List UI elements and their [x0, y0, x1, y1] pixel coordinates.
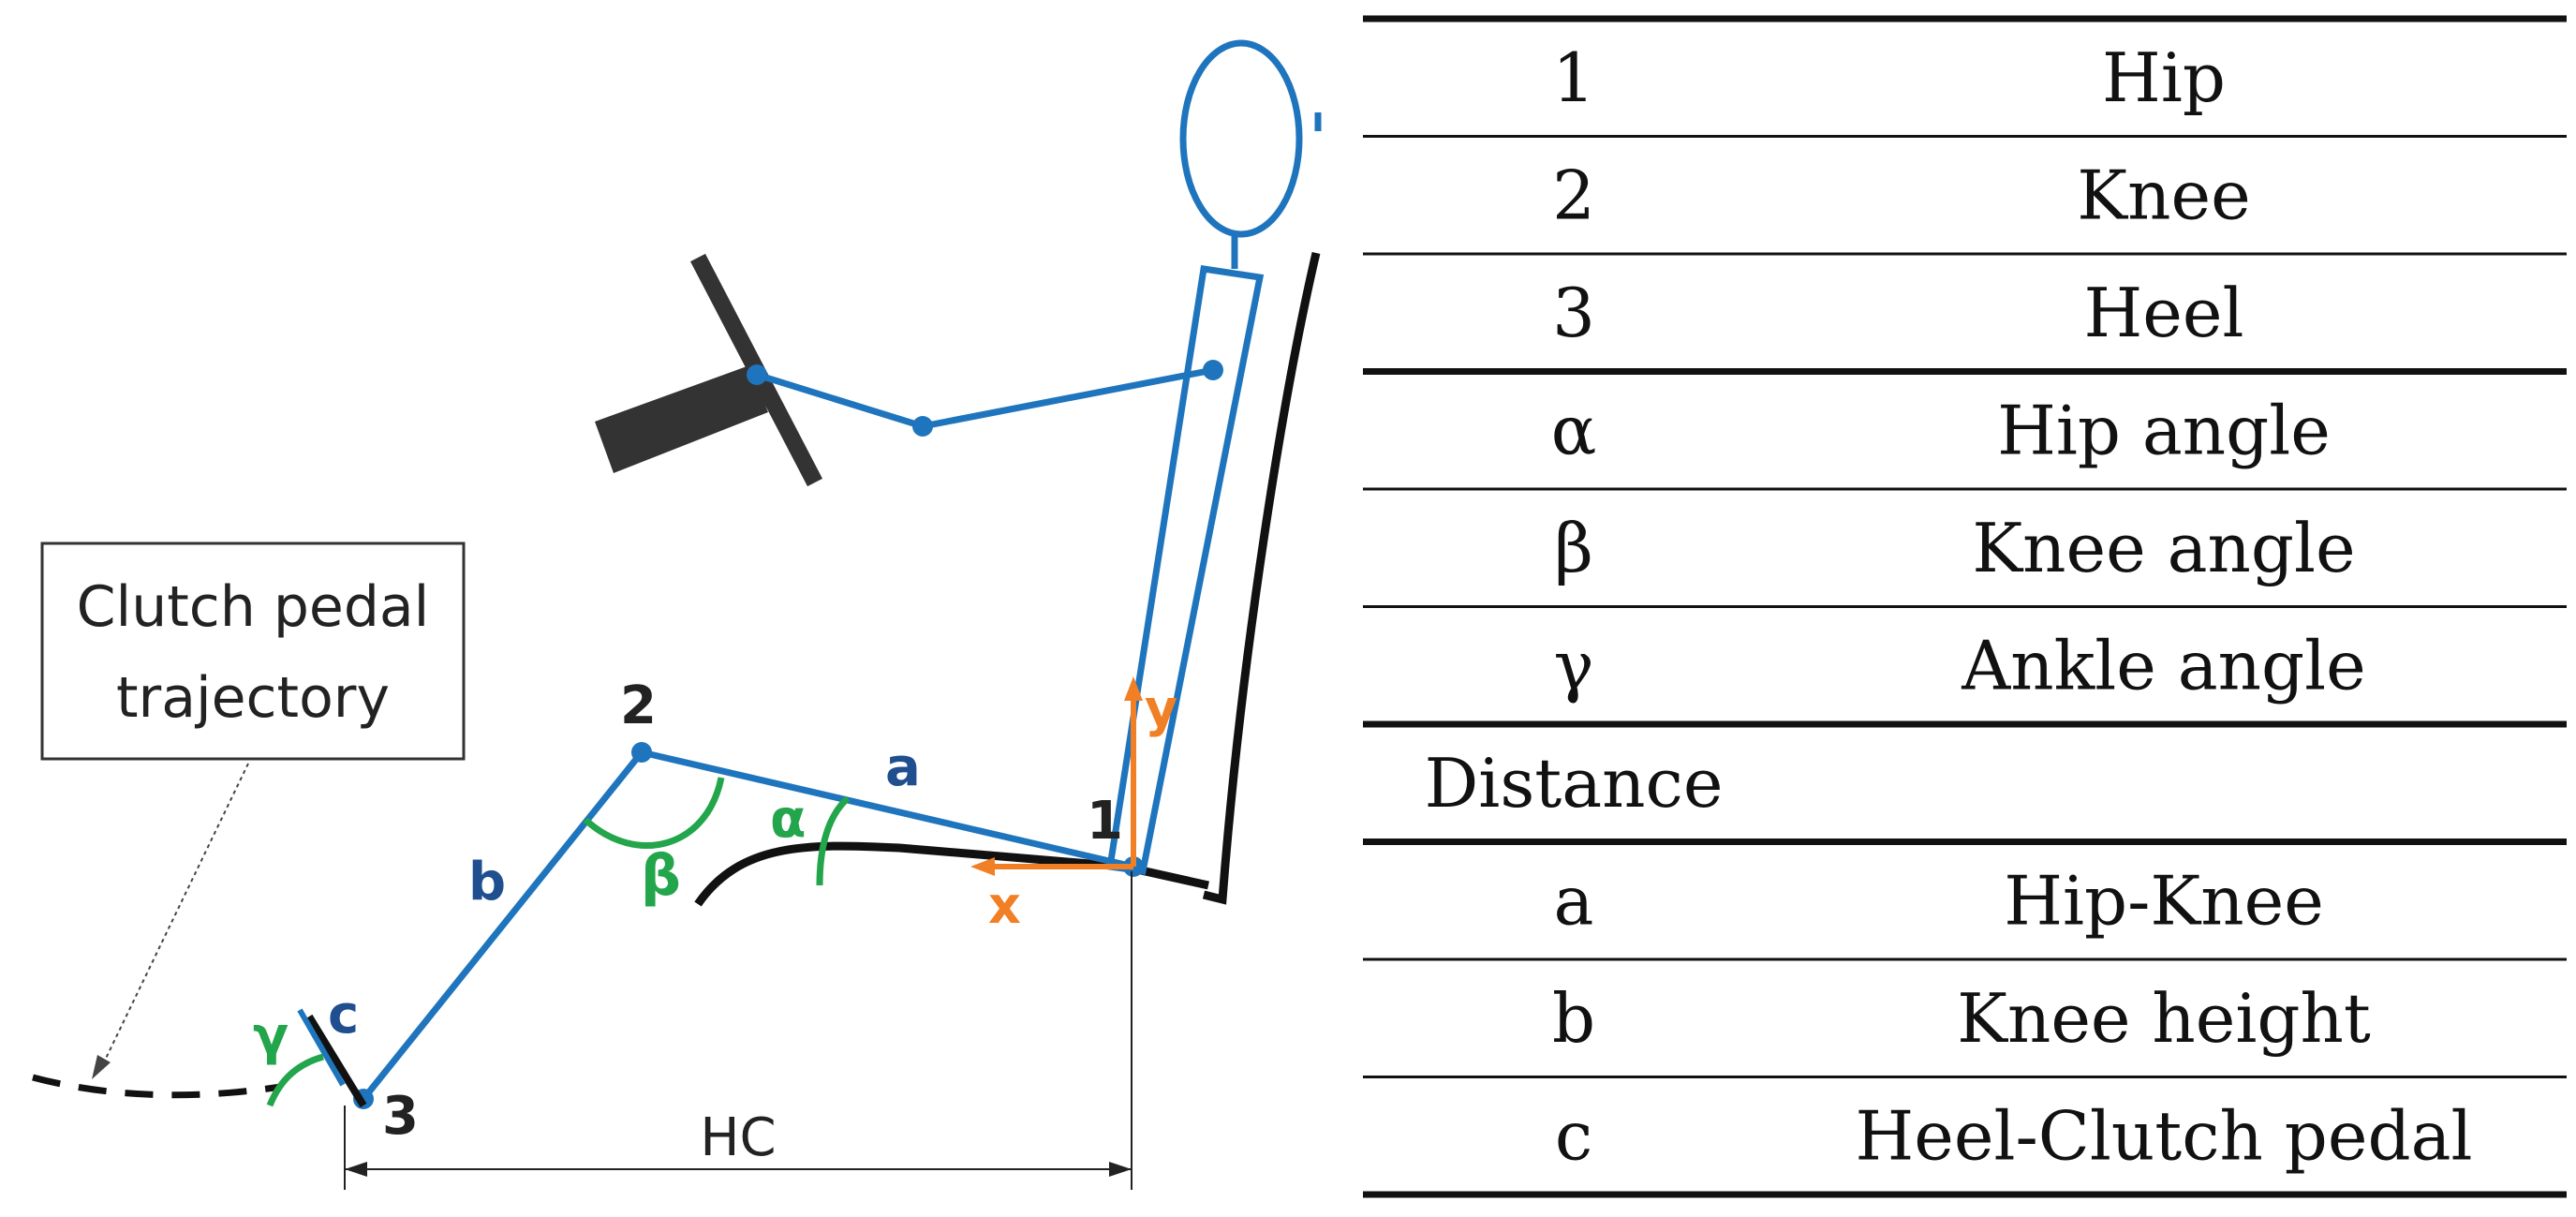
seat-cushion	[694, 841, 1209, 907]
beta-arc	[583, 777, 725, 850]
hc-label: HC	[700, 1107, 776, 1168]
segment-label-b: b	[468, 852, 506, 913]
table-symbol: b	[1552, 979, 1595, 1058]
table-symbol: 1	[1552, 38, 1595, 117]
x-axis-head	[970, 857, 995, 876]
angle-label-gamma: γ	[253, 1006, 289, 1067]
y-axis-head	[1124, 676, 1143, 701]
table-description: Heel	[2083, 274, 2243, 352]
table-description: Hip-Knee	[2004, 861, 2324, 940]
segment-b-line	[361, 749, 644, 1102]
angle-label-beta: β	[641, 843, 681, 909]
table-symbol: α	[1551, 391, 1597, 469]
table-symbol: a	[1554, 861, 1594, 940]
axis-label-y: y	[1145, 679, 1177, 738]
table-symbol: c	[1555, 1096, 1592, 1175]
angle-label-alpha: α	[770, 789, 806, 850]
hand-joint	[747, 364, 767, 385]
table-description: Knee angle	[1972, 509, 2355, 587]
segment-a-line	[641, 749, 1134, 870]
gamma-arc	[266, 1053, 324, 1107]
shoulder-joint	[1203, 360, 1223, 380]
callout-line-2: trajectory	[116, 665, 390, 731]
steering-column	[595, 365, 768, 473]
table-symbol: β	[1554, 509, 1593, 587]
seat-backrest	[1202, 251, 1321, 905]
segment-label-a: a	[885, 737, 921, 798]
callout-pointer-head	[92, 1055, 111, 1079]
table-symbol: Distance	[1425, 744, 1724, 823]
legend-table: 1 Hip 2 Knee 3 Heel α Hip angle β Knee angle γ Ankl…	[1363, 15, 2567, 1198]
alpha-arc	[816, 795, 851, 886]
table-symbol: 2	[1552, 156, 1595, 234]
table-description: Hip	[2102, 38, 2226, 117]
table-symbol: γ	[1553, 626, 1593, 705]
table-description: Knee height	[1957, 979, 2371, 1058]
posture-diagram: Clutch pedal trajectory HC 1 2 3 a b c α…	[32, 39, 1322, 1190]
elbow-joint	[912, 416, 933, 437]
segment-label-c: c	[328, 985, 359, 1046]
axis-label-x: x	[988, 876, 1021, 935]
knee-joint	[631, 742, 652, 763]
point-label-heel: 3	[382, 1086, 419, 1147]
hc-arrow-right	[1109, 1162, 1132, 1177]
clutch-trajectory	[32, 1074, 282, 1099]
segment-c-line	[297, 1008, 346, 1087]
table-description: Knee	[2077, 156, 2250, 234]
table-description: Ankle angle	[1961, 626, 2366, 705]
hc-arrow-left	[345, 1162, 367, 1177]
callout-pointer	[100, 763, 249, 1069]
table-symbol: 3	[1552, 274, 1595, 352]
torso	[1105, 265, 1265, 875]
point-label-knee: 2	[620, 675, 657, 736]
callout-box	[40, 542, 466, 761]
arm	[755, 366, 1214, 430]
point-label-hip: 1	[1087, 791, 1123, 852]
table-description: Hip angle	[1997, 391, 2331, 469]
table-description: Heel-Clutch pedal	[1855, 1096, 2472, 1175]
head	[1179, 39, 1303, 238]
clutch-pedal	[305, 1014, 367, 1108]
callout-line-1: Clutch pedal	[77, 574, 430, 640]
